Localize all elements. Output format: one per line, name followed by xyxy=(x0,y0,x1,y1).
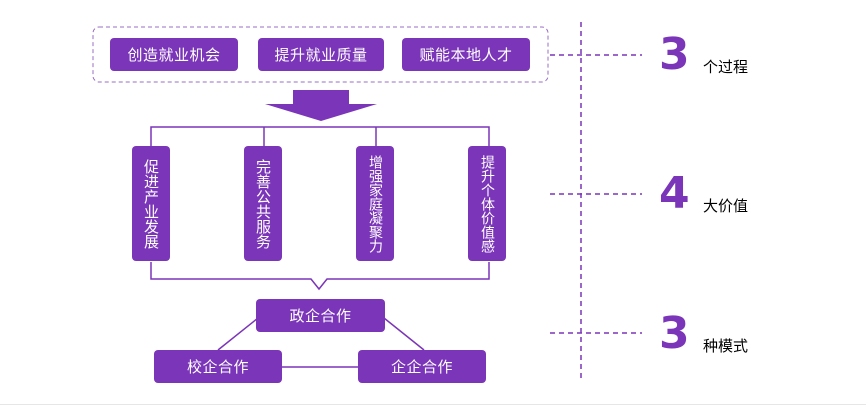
label-suffix-processes: 个过程 xyxy=(703,58,749,76)
mode-box-left: 校企合作 xyxy=(154,350,282,383)
process-box-1: 创造就业机会 xyxy=(110,38,238,71)
value-top-bracket xyxy=(150,126,490,146)
value-box-1-text: 促进产业发展 xyxy=(142,158,160,249)
process-box-2: 提升就业质量 xyxy=(258,38,384,71)
mode-box-right: 企企合作 xyxy=(358,350,486,383)
mode-link-left xyxy=(217,317,259,351)
value-box-1: 促进产业发展 xyxy=(132,146,170,261)
label-number-processes: 3 xyxy=(659,29,690,80)
bottom-divider xyxy=(0,404,866,405)
label-number-values: 4 xyxy=(659,168,690,219)
label-suffix-values: 大价值 xyxy=(703,197,749,215)
value-box-3: 增强家庭凝聚力 xyxy=(356,146,394,261)
mode-box-top: 政企合作 xyxy=(256,299,385,332)
label-number-modes: 3 xyxy=(659,308,690,359)
value-box-2-text: 完善公共服务 xyxy=(254,158,272,249)
down-arrow xyxy=(265,90,377,121)
value-box-3-text: 增强家庭凝聚力 xyxy=(367,154,383,253)
value-box-2: 完善公共服务 xyxy=(244,146,282,261)
value-bottom-bracket xyxy=(150,262,490,291)
process-box-3: 赋能本地人才 xyxy=(402,38,530,71)
value-box-4: 提升个体价值感 xyxy=(468,146,506,261)
label-suffix-modes: 种模式 xyxy=(703,337,749,355)
mode-link-right xyxy=(383,317,425,351)
value-box-4-text: 提升个体价值感 xyxy=(479,154,495,253)
